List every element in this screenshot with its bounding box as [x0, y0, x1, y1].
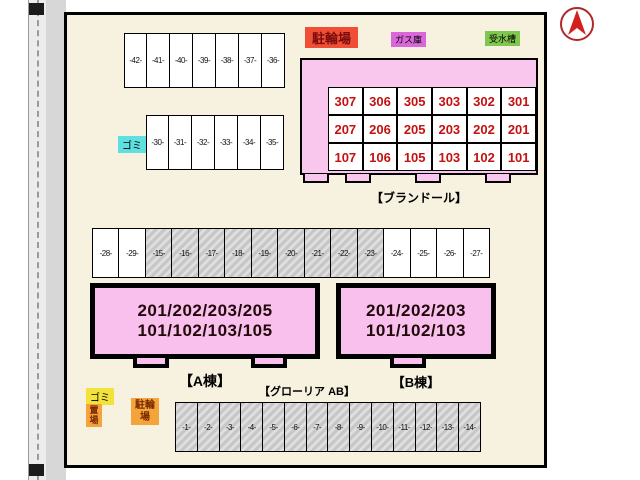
parking-space: -21- [304, 228, 332, 278]
room-number: 301 [501, 87, 536, 115]
parking-space: -10- [372, 402, 394, 452]
room-number: 107 [328, 143, 363, 171]
road-center-line [37, 0, 39, 480]
north-compass-icon [558, 5, 596, 43]
building-b: 201/202/203 101/102/103 [336, 283, 496, 359]
room-number: 207 [328, 115, 363, 143]
room-number: 306 [362, 87, 398, 115]
room-number: 106 [362, 143, 398, 171]
stair-tab [345, 174, 371, 183]
parking-space: -18- [225, 228, 252, 278]
parking-space: -39- [193, 33, 216, 88]
building-a-rooms-upper: 201/202/203/205 [137, 301, 273, 321]
room-number: 101 [501, 143, 536, 171]
parking-space: -37- [239, 33, 262, 88]
parking-space: -36- [262, 33, 285, 88]
parking-space: -6- [284, 402, 307, 452]
building-b-rooms-lower: 101/102/103 [365, 321, 467, 340]
stair-tab [251, 358, 287, 368]
parking-space: -3- [219, 402, 242, 452]
parking-row-top: -42- -41- -40- -39- -38- -37- -36- [124, 33, 285, 88]
parking-space: -19- [251, 228, 279, 278]
road-end-block-top [29, 3, 44, 15]
parking-space: -5- [263, 402, 285, 452]
site-boundary: -42- -41- -40- -39- -38- -37- -36- 駐輪場 ガ… [64, 12, 547, 468]
building-a: 201/202/203/205 101/102/103/105 [90, 283, 320, 359]
parking-space: -12- [415, 402, 438, 452]
trash-label-bottom: ゴミ [86, 388, 114, 405]
parking-space: -31- [169, 115, 192, 170]
room-number: 201 [501, 115, 536, 143]
stair-tab [133, 358, 169, 368]
water-tank-label: 受水槽 [485, 31, 521, 46]
room-number: 206 [362, 115, 398, 143]
parking-space: -38- [216, 33, 239, 88]
parking-row-long: -28- -29- -15- -16- -17- -18- -19- -20- … [92, 228, 491, 278]
room-number: 202 [466, 115, 502, 143]
room-number: 203 [432, 115, 467, 143]
parking-space: -32- [192, 115, 215, 170]
parking-space: -33- [215, 115, 238, 170]
parking-space: -16- [172, 228, 199, 278]
parking-space: -8- [328, 402, 351, 452]
parking-row-bottom: -1- -2- -3- -4- -5- -6- -7- -8- -9- -10-… [175, 402, 481, 452]
stair-tab [415, 174, 441, 183]
stair-tab [390, 358, 426, 368]
building-a-rooms-lower: 101/102/103/105 [137, 321, 273, 340]
parking-space: -24- [384, 228, 411, 278]
parking-space: -20- [278, 228, 305, 278]
parking-space: -9- [350, 402, 373, 452]
parking-space: -42- [124, 33, 147, 88]
trash-label-top: ゴミ [118, 136, 146, 153]
parking-space: -22- [331, 228, 358, 278]
building-brandoll: 307 306 305 303 302 301 207 206 205 203 … [300, 58, 538, 175]
gas-storage-label: ガス庫 [391, 32, 427, 47]
parking-space: -30- [146, 115, 169, 170]
stair-tab [303, 174, 329, 183]
room-number: 102 [466, 143, 502, 171]
room-number: 205 [397, 115, 432, 143]
parking-space: -34- [238, 115, 261, 170]
parking-space: -15- [145, 228, 173, 278]
room-number: 302 [466, 87, 502, 115]
brandoll-room-grid: 307 306 305 303 302 301 207 206 205 203 … [328, 87, 536, 171]
parking-space: -41- [147, 33, 170, 88]
room-number: 305 [397, 87, 432, 115]
bicycle-parking-label-top: 駐輪場 [305, 27, 359, 48]
parking-space: -1- [175, 402, 198, 452]
gloria-caption: 【グローリア AB】 [259, 386, 355, 398]
parking-space: -25- [410, 228, 438, 278]
stair-tab [485, 174, 511, 183]
parking-space: -27- [463, 228, 491, 278]
brandoll-caption: 【ブランドール】 [370, 191, 467, 205]
parking-space: -13- [437, 402, 460, 452]
parking-space: -26- [437, 228, 464, 278]
room-number: 103 [432, 143, 467, 171]
building-b-rooms-upper: 201/202/203 [365, 301, 467, 321]
parking-space: -17- [198, 228, 226, 278]
parking-row-mid: -30- -31- -32- -33- -34- -35- [146, 115, 284, 170]
road-lane [46, 0, 66, 480]
parking-space: -28- [92, 228, 120, 278]
parking-space: -2- [197, 402, 220, 452]
road-end-block-bottom [29, 464, 44, 476]
parking-space: -14- [459, 402, 481, 452]
parking-space: -35- [261, 115, 284, 170]
parking-space: -11- [393, 402, 416, 452]
room-number: 307 [328, 87, 363, 115]
building-b-caption: 【B棟】 [391, 375, 441, 390]
room-number: 303 [432, 87, 467, 115]
parking-space: -23- [357, 228, 385, 278]
parking-space: -29- [119, 228, 146, 278]
parking-space: -40- [170, 33, 193, 88]
parking-space: -7- [306, 402, 329, 452]
bicycle-parking-label-bottom: 駐輪場 [131, 398, 159, 425]
trash-place-label: 置場 [86, 404, 102, 427]
parking-space: -4- [241, 402, 264, 452]
room-number: 105 [397, 143, 432, 171]
building-a-caption: 【A棟】 [178, 373, 232, 389]
